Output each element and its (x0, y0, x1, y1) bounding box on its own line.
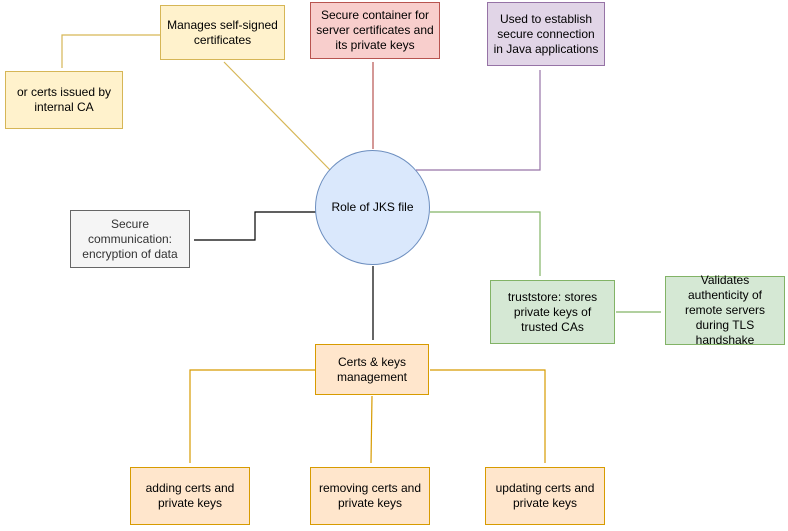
node-updating-certs: updating certs and private keys (485, 467, 605, 525)
connector-center-to-java-connection (416, 70, 541, 171)
node-secure-container: Secure container for server certificates… (310, 2, 440, 59)
node-validates-authenticity: Validates authenticity of remote servers… (665, 273, 785, 347)
node-certs-issued-by-internal-ca: or certs issued by internal CA (5, 71, 123, 129)
connector-center-to-truststore (430, 211, 541, 276)
node-adding-certs: adding certs and private keys (130, 467, 250, 525)
node-truststore: truststore: stores private keys of trust… (490, 280, 615, 344)
node-certs-keys-management: Certs & keys management (315, 344, 429, 395)
connector-management-to-adding (189, 369, 315, 463)
connector-management-to-removing (370, 395, 373, 464)
connector-center-to-secure-communication (194, 211, 316, 241)
node-secure-communication: Secure communication: encryption of data (70, 210, 190, 268)
node-java-secure-connection: Used to establish secure connection in J… (487, 2, 605, 66)
node-removing-certs: removing certs and private keys (310, 467, 430, 525)
node-role-of-jks-file: Role of JKS file (315, 150, 430, 265)
connector-management-to-updating (430, 369, 546, 463)
connector-center-to-manages (223, 61, 333, 173)
connector-manages-to-internal-ca (61, 34, 160, 68)
node-manages-self-signed-certificates: Manages self-signed certificates (160, 5, 285, 60)
